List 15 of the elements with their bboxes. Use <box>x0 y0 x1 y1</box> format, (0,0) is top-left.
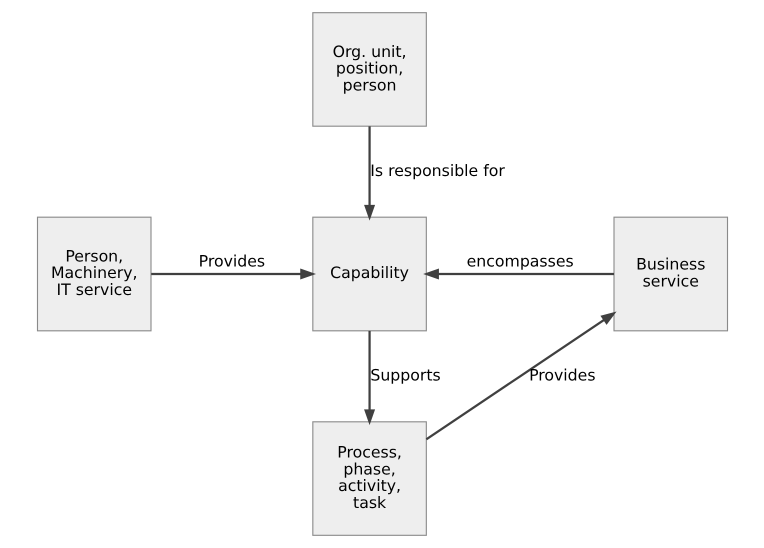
node-box: Person, Machinery, IT service <box>36 216 152 332</box>
arrow <box>364 126 375 221</box>
node-box: Capability <box>312 216 426 332</box>
edge-label: encompasses <box>466 251 574 270</box>
edge-label: Provides <box>528 365 596 384</box>
node-box: Process, phase, activity, task <box>312 421 426 536</box>
edge-label: Is responsible for <box>370 160 504 180</box>
edge-label: Supports <box>370 365 440 384</box>
arrow <box>364 330 375 426</box>
node-box: Business service <box>612 216 728 332</box>
arrow <box>425 312 616 440</box>
arrow <box>150 268 316 280</box>
node-box: Org. unit, position, person <box>312 12 426 127</box>
arrow <box>422 268 614 280</box>
edge-label: Provides <box>198 251 265 270</box>
